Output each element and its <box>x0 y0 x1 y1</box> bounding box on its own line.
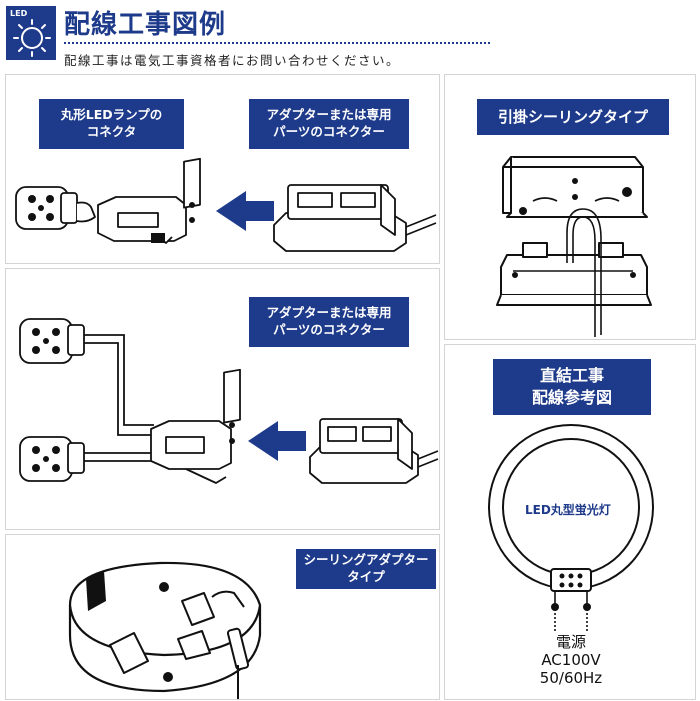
label-line: アダプターまたは専用 <box>266 305 392 321</box>
led-ring-label: LED丸型蛍光灯 <box>525 503 611 517</box>
arrow-left-icon <box>248 421 306 461</box>
logo-text: LED <box>10 9 28 18</box>
direct-wiring-illustration <box>488 424 654 631</box>
power-label: 電源 <box>555 633 586 651</box>
page-subtitle: 配線工事は電気工事資格者にお問い合わせください。 <box>64 53 401 68</box>
label-ceiling-adapter: シーリングアダプター タイプ <box>296 549 436 589</box>
hook-ceiling-illustration <box>496 156 652 337</box>
label-line: 直結工事 <box>539 366 604 386</box>
panel-connector: 丸形LEDランプの コネクタ アダプターまたは専用 パーツのコネクター <box>5 74 440 264</box>
label-line: コネクタ <box>86 124 137 139</box>
panel-dual-connector: アダプターまたは専用 パーツのコネクター <box>5 268 440 530</box>
label-line: シーリングアダプター <box>303 552 429 568</box>
connector-illustration <box>15 157 437 252</box>
sun-icon <box>13 19 51 57</box>
page-title: 配線工事図例 <box>64 10 227 40</box>
ceiling-adapter-illustration <box>68 561 262 699</box>
label-line: 配線参考図 <box>531 388 612 407</box>
label-line: タイプ <box>347 569 385 584</box>
voltage-label: AC100V <box>541 651 601 669</box>
panel-direct-wiring: 直結工事 配線参考図 LED丸型蛍光灯 電源 AC100V 50/60Hz <box>444 344 696 700</box>
label-line: 丸形LEDランプの <box>60 107 163 123</box>
label-adapter-connector: アダプターまたは専用 パーツのコネクター <box>249 99 409 149</box>
arrow-left-icon <box>216 191 274 231</box>
label-direct-wiring: 直結工事 配線参考図 <box>493 359 651 415</box>
led-logo: LED <box>6 6 56 60</box>
label-line: アダプターまたは専用 <box>266 107 392 123</box>
label-line: パーツのコネクター <box>273 124 385 139</box>
panel-hook-ceiling: 引掛シーリングタイプ <box>444 74 696 340</box>
socket-holes-icon <box>28 195 54 221</box>
label-line: パーツのコネクター <box>273 322 385 337</box>
label-led-connector: 丸形LEDランプの コネクタ <box>39 99 184 149</box>
dual-connector-illustration <box>19 318 439 484</box>
panel-ceiling-adapter: シーリングアダプター タイプ <box>5 534 440 700</box>
title-divider <box>64 42 490 44</box>
frequency-label: 50/60Hz <box>539 669 603 687</box>
label-hook-ceiling: 引掛シーリングタイプ <box>477 99 669 135</box>
label-adapter-connector-dual: アダプターまたは専用 パーツのコネクター <box>249 297 409 347</box>
